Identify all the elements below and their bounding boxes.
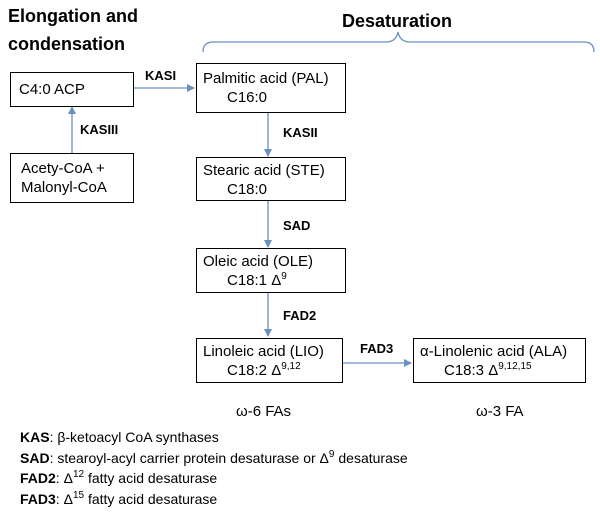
legend-item-kas: KAS: β-ketoacyl CoA synthases — [20, 429, 219, 445]
node-stearic-acid: Stearic acid (STE) C18:0 — [196, 157, 346, 201]
caption-omega6: ω-6 FAs — [236, 403, 292, 420]
legend-item-fad3: FAD3: Δ15 fatty acid desaturase — [20, 489, 218, 507]
node-oleic-acid: Oleic acid (OLE) C18:1 Δ9 — [196, 248, 346, 293]
heading-condensation: condensation — [8, 34, 126, 54]
legend: KAS: β-ketoacyl CoA synthases SAD: stear… — [20, 427, 408, 509]
node-palmitic-acid: Palmitic acid (PAL) C16:0 — [196, 63, 346, 113]
heading-elongation: Elongation and — [8, 6, 138, 26]
caption-omega3: ω-3 FA — [476, 403, 524, 420]
node-linoleic-acid: Linoleic acid (LIO) C18:2 Δ9,12 — [196, 338, 343, 383]
heading-desaturation: Desaturation — [342, 11, 453, 31]
desaturation-brace — [202, 31, 595, 53]
enzyme-label-sad: SAD — [283, 218, 311, 233]
node-c4-acp: C4:0 ACP — [10, 72, 134, 107]
enzyme-label-kasii: KASII — [283, 125, 318, 140]
enzyme-label-kasi: KASI — [145, 68, 177, 83]
legend-item-sad: SAD: stearoyl-acyl carrier protein desat… — [20, 448, 408, 466]
node-alpha-linolenic-acid: α-Linolenic acid (ALA) C18:3 Δ9,12,15 — [413, 338, 586, 383]
enzyme-label-kasiii: KASIII — [80, 122, 119, 137]
legend-item-fad2: FAD2: Δ12 fatty acid desaturase — [20, 469, 218, 487]
node-acety-malonyl: Acety-CoA + Malonyl-CoA — [10, 153, 134, 203]
enzyme-label-fad3: FAD3 — [360, 341, 394, 356]
enzyme-label-fad2: FAD2 — [283, 308, 317, 323]
